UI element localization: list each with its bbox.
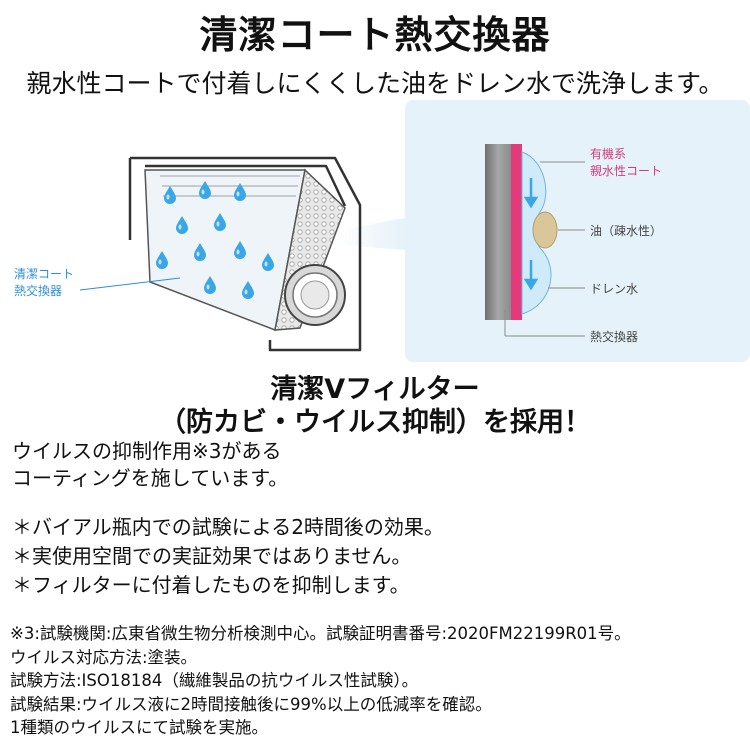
footnote-line: 試験方法:ISO18184（繊維製品の抗ウイルス性試験）。 <box>10 671 419 690</box>
lead-line: コーティングを施しています。 <box>12 466 289 490</box>
callout-leaders <box>504 161 585 337</box>
heat-exchanger-illustration: 清潔コート 熱交換器 有機系 親水性コート 油（疎水性） ドレン水 熱交換器 <box>14 100 750 362</box>
callout-coat-line2: 親水性コート <box>590 164 662 178</box>
note-item: ＊実使用空間での実証効果ではありません。 <box>12 544 412 568</box>
unit-label-leader <box>79 277 181 291</box>
test-footnotes: ※3:試験機関:広東省微生物分析検測中心。試験証明書番号:2020FM22199… <box>10 622 631 740</box>
hydrophilic-coat <box>511 144 522 320</box>
unit-label-line2: 熱交換器 <box>14 283 62 298</box>
exchanger-metal <box>485 144 511 320</box>
footnote-line: ウイルス対応方法:塗装。 <box>10 647 198 667</box>
blower-fan <box>284 264 346 326</box>
flow-arrows <box>523 178 539 291</box>
zoom-panel <box>405 100 750 362</box>
lead-line: ウイルスの抑制作用※3がある <box>12 439 282 463</box>
callout-oil: 油（疎水性） <box>590 224 662 238</box>
callout-exchanger: 熱交換器 <box>590 329 638 344</box>
page-title: 清潔コート熱交換器 <box>199 13 551 57</box>
aircon-unit <box>128 156 362 352</box>
note-item: ＊バイアル瓶内での試験による2時間後の効果。 <box>12 515 444 539</box>
note-item: ＊フィルターに付着したものを抑制します。 <box>12 573 410 597</box>
footnote-line: 1種類のウイルスにて試験を実施。 <box>10 718 268 737</box>
filter-lead-text: ウイルスの抑制作用※3がある コーティングを施しています。 <box>12 438 288 492</box>
zoom-beam <box>340 218 405 250</box>
callout-drain: ドレン水 <box>590 282 638 296</box>
footnote-line: ※3:試験機関:広東省微生物分析検測中心。試験証明書番号:2020FM22199… <box>10 624 631 643</box>
filter-heading-line2: （防カビ・ウイルス抑制）を採用！ <box>159 407 591 438</box>
page-subtitle: 親水性コートで付着しにくくした油をドレン水で洗浄します。 <box>26 69 724 98</box>
oil-droplet <box>532 211 558 249</box>
filter-notes: ＊バイアル瓶内での試験による2時間後の効果。 ＊実使用空間での実証効果ではありま… <box>12 513 444 600</box>
footnote-line: 試験結果:ウイルス液に2時間接触後に99%以上の低減率を確認。 <box>10 694 492 714</box>
unit-label-line1: 清潔コート <box>14 267 74 281</box>
filter-heading-line1: 清潔Vフィルター <box>270 374 480 405</box>
callout-coat-line1: 有機系 <box>590 146 626 161</box>
